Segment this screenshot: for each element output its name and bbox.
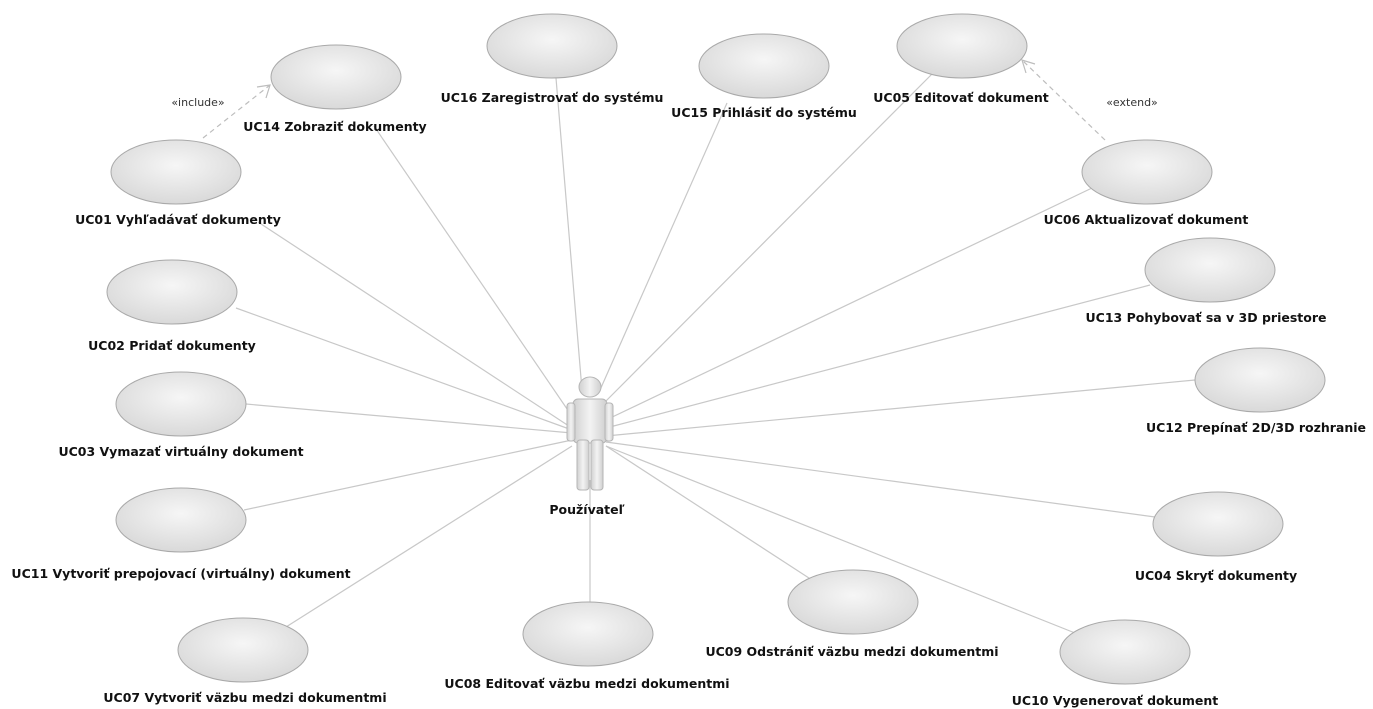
assoc-uc09 [605, 445, 813, 581]
actor-name: Používateľ [549, 502, 624, 517]
associations [235, 69, 1196, 634]
uc11-label: UC11 Vytvoriť prepojovací (virtuálny) do… [11, 566, 350, 581]
uc07-label: UC07 Vytvoriť väzbu medzi dokumentmi [103, 690, 386, 705]
uc14-label: UC14 Zobraziť dokumenty [243, 119, 426, 134]
uc06-ellipse[interactable] [1081, 139, 1213, 205]
uc13-label: UC13 Pohybovať sa v 3D priestore [1086, 310, 1327, 325]
assoc-uc12 [605, 379, 1196, 437]
uc01-label: UC01 Vyhľadávať dokumenty [75, 212, 281, 227]
assoc-uc07 [285, 445, 573, 628]
include-relation: «include» [171, 84, 271, 139]
uc05-ellipse[interactable] [896, 13, 1028, 79]
uc14-ellipse[interactable] [270, 44, 402, 110]
actor[interactable]: Používateľ [549, 376, 625, 517]
assoc-uc04 [605, 441, 1156, 518]
assoc-uc01 [257, 221, 579, 433]
extend-stereotype: «extend» [1106, 96, 1158, 109]
assoc-uc13 [605, 284, 1151, 429]
uc16-label: UC16 Zaregistrovať do systému [441, 90, 664, 105]
uc12-ellipse[interactable] [1194, 347, 1326, 413]
include-arrowhead [256, 84, 271, 99]
uc07-ellipse[interactable] [177, 617, 309, 683]
uc08-ellipse[interactable] [522, 601, 654, 667]
uc10-label: UC10 Vygenerovať dokument [1012, 693, 1219, 708]
uc13-ellipse[interactable] [1144, 237, 1276, 303]
uc09-ellipse[interactable] [787, 569, 919, 635]
actor-icon [566, 376, 614, 491]
extend-arrowhead [1021, 59, 1036, 74]
assoc-uc05 [603, 69, 937, 404]
use-case-labels: UC01 Vyhľadávať dokumenty UC02 Pridať do… [11, 90, 1366, 708]
uc10-ellipse[interactable] [1059, 619, 1191, 685]
uc02-label: UC02 Pridať dokumenty [88, 338, 256, 353]
uc04-ellipse[interactable] [1152, 491, 1284, 557]
assoc-uc10 [605, 445, 1076, 634]
assoc-uc15 [599, 102, 728, 391]
uc03-ellipse[interactable] [115, 371, 247, 437]
assoc-uc03 [245, 403, 573, 434]
uc06-label: UC06 Aktualizovať dokument [1044, 212, 1249, 227]
uc11-ellipse[interactable] [115, 487, 247, 553]
uc15-label: UC15 Prihlásiť do systému [671, 105, 857, 120]
assoc-uc02 [235, 307, 573, 431]
uc16-ellipse[interactable] [486, 13, 618, 79]
assoc-uc06 [605, 187, 1093, 421]
assoc-uc14 [373, 125, 579, 426]
uc01-ellipse[interactable] [110, 139, 242, 205]
use-case-ellipses [106, 13, 1326, 685]
uc04-label: UC04 Skryť dokumenty [1135, 568, 1297, 583]
include-stereotype: «include» [171, 96, 224, 109]
uc08-label: UC08 Editovať väzbu medzi dokumentmi [444, 676, 729, 691]
uc05-label: UC05 Editovať dokument [873, 90, 1048, 105]
assoc-uc11 [243, 439, 573, 511]
uc12-label: UC12 Prepínať 2D/3D rozhranie [1146, 420, 1366, 435]
uc03-label: UC03 Vymazať virtuálny dokument [58, 444, 303, 459]
uc15-ellipse[interactable] [698, 33, 830, 99]
uc09-label: UC09 Odstrániť väzbu medzi dokumentmi [705, 644, 998, 659]
uc02-ellipse[interactable] [106, 259, 238, 325]
extend-relation: «extend» [1021, 59, 1158, 141]
assoc-uc16 [555, 77, 583, 391]
